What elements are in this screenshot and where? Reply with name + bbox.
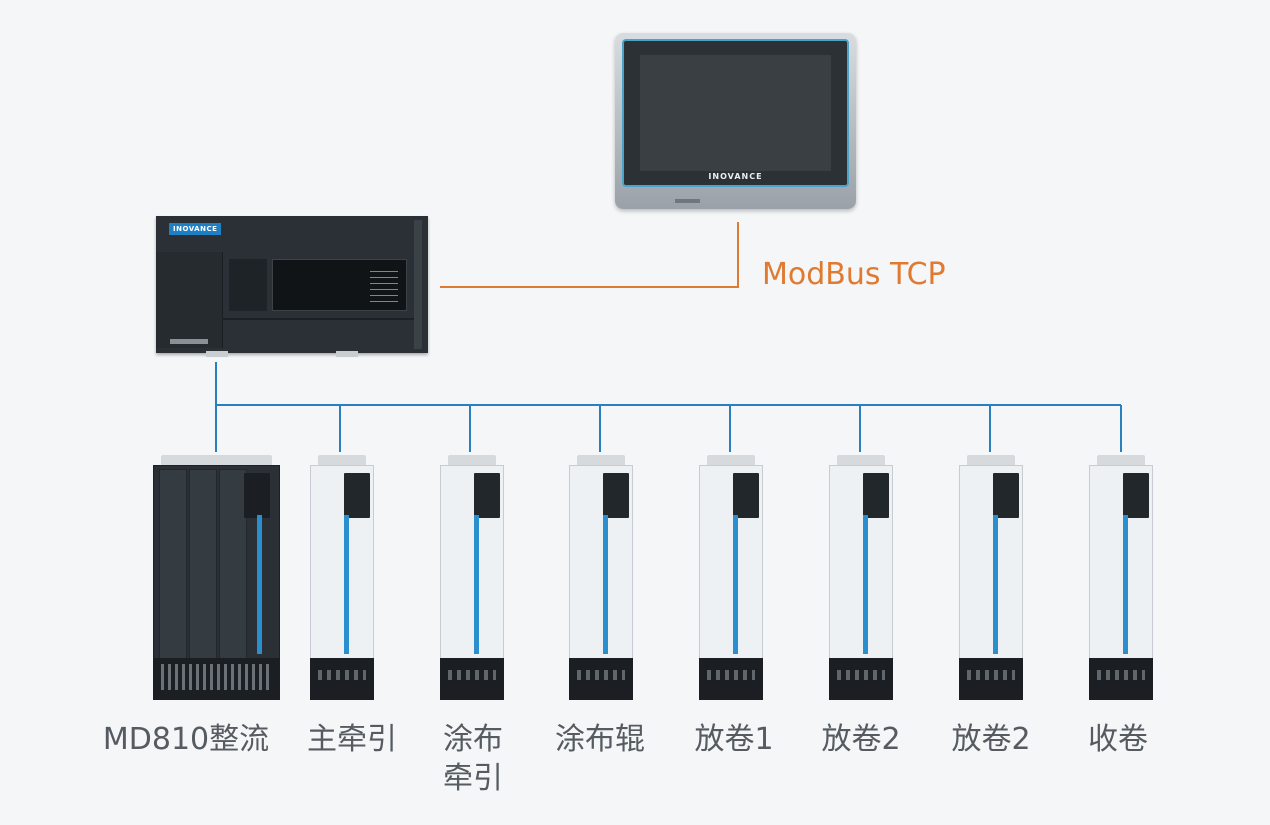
drive-stripe — [474, 515, 479, 654]
plc-side-rail — [414, 220, 422, 349]
plc-status-leds — [370, 266, 398, 304]
drive-unit — [1089, 455, 1153, 700]
drive-label-coating-roller: 涂布辊 — [555, 722, 645, 757]
hmi-bezel: INOVANCE — [622, 39, 849, 187]
plc-ridge — [222, 318, 414, 320]
drive-stripe — [863, 515, 868, 654]
drive-keypad — [603, 473, 629, 518]
drive-terminals — [699, 658, 763, 700]
drive-terminals — [310, 658, 374, 700]
modbus-tcp-line — [440, 222, 739, 288]
plc-controller: INOVANCE — [156, 216, 428, 357]
drive-stripe — [344, 515, 349, 654]
drive-fin — [219, 469, 247, 660]
bus-drops — [339, 405, 1122, 452]
hmi-touchscreen: INOVANCE — [615, 33, 856, 209]
drive-terminals — [440, 658, 504, 700]
drive-label-unwind-2b: 放卷2 — [951, 722, 1031, 757]
plc-brand-logo: INOVANCE — [169, 223, 222, 235]
drive-stripe — [733, 515, 738, 654]
drive-stripe — [1123, 515, 1128, 654]
drive-terminals — [569, 658, 633, 700]
drive-label-unwind-1: 放卷1 — [694, 722, 774, 757]
drive-label-rectifier: MD810整流 — [102, 722, 270, 757]
drive-keypad — [474, 473, 500, 518]
drive-fin — [159, 469, 187, 660]
protocol-label: ModBus TCP — [762, 257, 946, 292]
drive-label-unwind-2: 放卷2 — [821, 722, 901, 757]
drive-terminals — [153, 658, 280, 700]
drive-terminals — [959, 658, 1023, 700]
drive-unit — [699, 455, 763, 700]
drive-terminals — [829, 658, 893, 700]
plc-cpu-cover — [229, 259, 267, 311]
drive-keypad — [344, 473, 370, 518]
plc-status-panel — [272, 259, 407, 311]
drive-stripe — [603, 515, 608, 654]
drive-unit — [959, 455, 1023, 700]
drive-unit — [440, 455, 504, 700]
drive-keypad — [993, 473, 1019, 518]
plc-model-label — [170, 339, 208, 344]
hmi-screen — [640, 55, 831, 171]
drive-label-main-traction: 主牵引 — [307, 722, 397, 757]
plc-din-clip — [336, 351, 358, 357]
drive-label-coating-traction-line1: 涂布 — [443, 722, 503, 757]
drive-keypad — [863, 473, 889, 518]
hmi-foot-label — [675, 199, 700, 203]
drive-stripe — [257, 515, 262, 654]
drive-label-rewind: 收卷 — [1088, 722, 1148, 757]
drive-unit — [569, 455, 633, 700]
drive-keypad — [733, 473, 759, 518]
drive-keypad — [244, 473, 270, 518]
drive-unit — [829, 455, 893, 700]
drive-unit — [310, 455, 374, 700]
drive-keypad — [1123, 473, 1149, 518]
drive-stripe — [993, 515, 998, 654]
hmi-brand-logo: INOVANCE — [708, 172, 763, 181]
drive-fin — [189, 469, 217, 660]
plc-power-module — [156, 252, 223, 348]
plc-din-clip — [206, 351, 228, 357]
drive-rectifier — [153, 455, 280, 700]
drive-terminals — [1089, 658, 1153, 700]
drive-label-coating-traction-line2: 牵引 — [443, 761, 503, 796]
